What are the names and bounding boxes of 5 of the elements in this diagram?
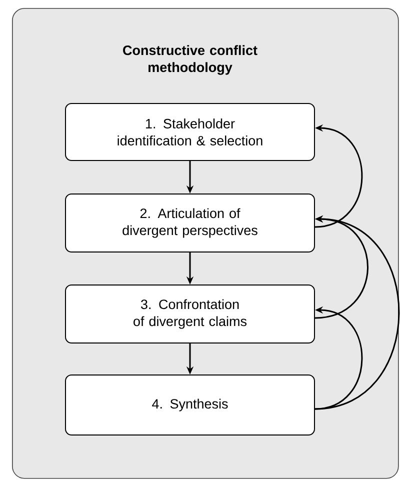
process-box: 3. Confrontation of divergent claims xyxy=(65,284,315,344)
process-box: 4. Synthesis xyxy=(65,374,315,436)
process-box: 2. Articulation of divergent perspectives xyxy=(65,194,315,252)
title: Constructive conflict methodology xyxy=(123,45,258,75)
process-box: 1. Stakeholder identification & selection xyxy=(65,103,315,161)
